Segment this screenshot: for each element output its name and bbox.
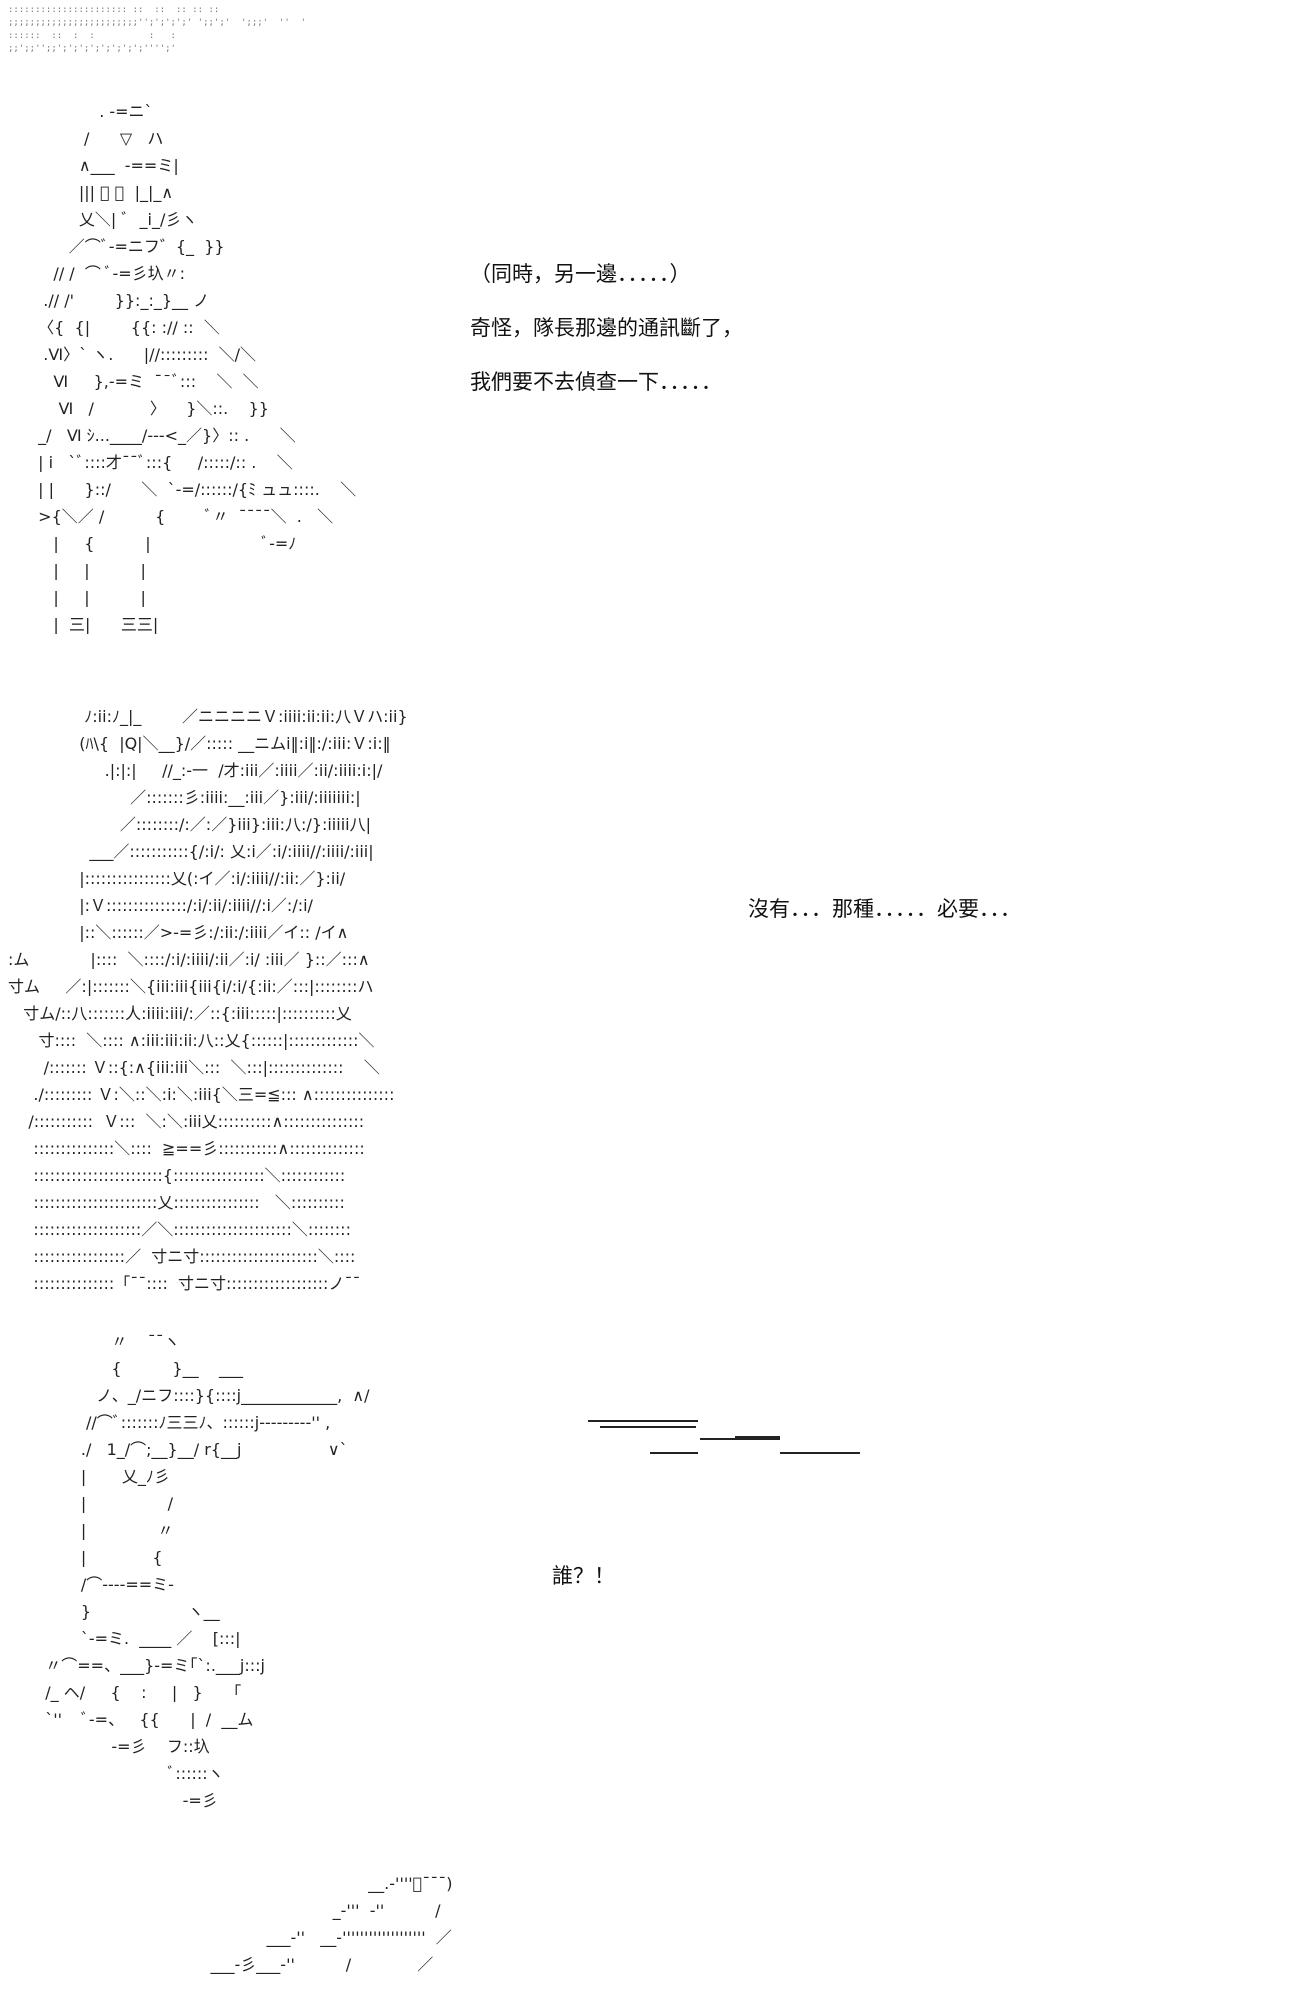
art-line: { }__ ___ <box>30 1359 243 1378</box>
art-line: .// /' }}:_:_}__ ノ <box>28 291 210 310</box>
art-line: 〃 ¯¯ヽ <box>30 1332 180 1351</box>
art-line: |:Ｖ:::::::::::::::/:i/:ii/:iiii//:i／:/:i… <box>8 896 313 915</box>
art-line: ﾉ:ii:ﾉ_|_ ／ニニニニＶ:iiii:ii:ii:八Ｖハ:ii} <box>8 707 408 726</box>
art-line: 乂＼| ﾞ _i_/彡ヽ <box>28 210 198 229</box>
art-line: `'' ﾞ‐=、 {{ | / __ム <box>30 1710 254 1729</box>
art-line: | 三| 三三| <box>28 615 159 634</box>
ascii-art-cloaked-figure: ﾉ:ii:ﾉ_|_ ／ニニニニＶ:iiii:ii:ii:八Ｖハ:ii} (ﾊ\{… <box>8 703 408 1297</box>
speed-line <box>600 1426 696 1428</box>
art-line: ___／:::::::::::{/:i/: 乂:i／:i/:iiii//:iii… <box>8 842 374 861</box>
dot-row: :::::::::::::::::::::: :: :: :: :: :: <box>8 5 220 15</box>
art-line: ／:::::::彡:iiii:__:iii／}:iii/:iiiiiii:| <box>8 788 361 807</box>
art-line: 寸ム ／:|:::::::＼{iii:iii{iii{i/:i/{:ii:／::… <box>8 977 374 996</box>
art-line: 〃⌒==、___}‐=ミ｢`:.___j:::j <box>30 1656 265 1675</box>
art-line: >{＼／ / { ﾞ〃 ¯¯¯¯＼ . ＼ <box>28 507 334 526</box>
art-line: ./::::::::: Ｖ:＼::＼:i:＼:iii{＼三=≦::: ∧::::… <box>8 1085 395 1104</box>
art-line: | { | ﾞ‐=ﾉ <box>28 534 297 553</box>
art-line: } ヽ__ <box>30 1602 220 1621</box>
art-line: Ⅵ },‐=ミ ¯¯ﾞ::: ＼ ＼ <box>28 372 259 391</box>
speed-line <box>650 1452 698 1454</box>
art-line: 〈{ {| {{: :// :: ＼ <box>28 318 220 337</box>
art-line: _‐''' ‐'' / <box>180 1901 441 1920</box>
art-line: | 〃 <box>30 1521 174 1540</box>
art-line: ::::::::::::::::::::／＼::::::::::::::::::… <box>8 1220 351 1239</box>
art-line: :::::::::::::::「¯¯:::: 寸ニ寸::::::::::::::… <box>8 1274 361 1293</box>
header-dot-pattern: :::::::::::::::::::::: :: :: :: :: :: ;;… <box>8 4 306 56</box>
art-line: Ⅵ / 〉 }＼::. }} <box>28 399 269 418</box>
art-line: ::::::::::::::::::::::::{:::::::::::::::… <box>8 1166 346 1185</box>
dot-row: :::::: :: : : : : <box>8 31 176 41</box>
art-line: | i `ﾞ::::才¯¯ﾞ:::{ /:::::/:: . ＼ <box>28 453 293 472</box>
art-line: `‐=ミ. ____ ／ [:::| <box>30 1629 241 1648</box>
art-line: ノ、_/ニフ::::}{::::j____________, ∧/ <box>30 1386 370 1405</box>
art-line: /::::::::::: Ｖ::: ＼:＼:iii乂::::::::::∧:::… <box>8 1112 365 1131</box>
art-line: .|:|:| //_:-一 /才:iii／:iiii／:ii/:iiii:i:|… <box>8 761 383 780</box>
art-line: _/ Ⅵ ｼ...____/‐‐‐<_／}〉:: . ＼ <box>28 426 296 445</box>
art-line: | { <box>30 1548 163 1567</box>
art-line: |::::::::::::::::乂(:イ／:i/:iiii//:ii:／}:i… <box>8 869 346 888</box>
art-line: | | }::/ ＼ `‐=/::::::/{ﾐ ュュ::::. ＼ <box>28 480 357 499</box>
ascii-art-soldier-firing: 〃 ¯¯ヽ { }__ ___ ノ、_/ニフ::::}{::::j_______… <box>30 1328 369 1814</box>
art-line: // / ⌒ ﾞ‐=彡圦〃: <box>28 264 186 283</box>
art-line: ∧___ ‐==ミ| <box>28 156 179 175</box>
art-line: ___‐'' __‐''''''''''''''''''' ／ <box>180 1928 452 1947</box>
dot-row: ;;;;;;;;;;;;;;;;;;;;;;;;'';';';';' ';;';… <box>8 18 307 28</box>
art-line: (ﾊ\{ |Q|＼__}/／::::: __ニムi‖:i‖:/:iii:Ｖ:i:… <box>8 734 391 753</box>
art-line: //⌒ﾞ:::::::ﾉ三三ﾉ、::::::j‐‐‐‐‐‐‐‐‐'' , <box>30 1413 331 1432</box>
art-line: ‐=彡 フ::圦 <box>30 1737 210 1756</box>
dialogue-line: 沒有．．．那種．．．．．必要．．． <box>748 897 1021 921</box>
speed-line <box>700 1438 780 1440</box>
art-line: :ム |:::: ＼::::/:i/:iiii/:ii／:i/ :iii／ }:… <box>8 950 370 969</box>
art-line: | | | <box>28 588 146 607</box>
speed-line <box>735 1436 780 1439</box>
art-line: ___‐彡___‐'' / ／ <box>180 1955 434 1974</box>
ascii-art-soldier-with-rifle: . ‐=ニ` / ▽ ハ ∧___ ‐==ミ| ||| ﾞ ﾟ |_|_∧ 乂＼… <box>28 98 356 638</box>
dot-row: ;;';;'';;';';';';';';';';'''';' <box>8 44 176 54</box>
art-line: __.‐''''ﾞ¯¯¯) <box>180 1874 453 1893</box>
art-line: | / <box>30 1494 174 1513</box>
speed-line <box>588 1420 698 1422</box>
art-line: /⌒‐‐‐‐==ミ‐ <box>30 1575 174 1594</box>
art-line: |::＼::::::／>‐=彡:/:ii:/:iiii／イ:: /イ∧ <box>8 923 349 942</box>
art-line: ||| ﾞ ﾟ |_|_∧ <box>28 183 174 202</box>
art-line: 寸:::: ＼:::: ∧:iii:iii:ii:八::乂{::::::|:::… <box>8 1031 375 1050</box>
art-line: ﾞ::::::ヽ <box>30 1764 224 1783</box>
art-line: ／::::::::/:／:／}iii}:iii:八:/}:iiiii八| <box>8 815 371 834</box>
art-line: 寸ム/::八:::::::人:iiii:iii/:／::{:iii:::::|:… <box>8 1004 352 1023</box>
dialogue-line: 我們要不去偵查一下．．．．． <box>470 370 722 394</box>
art-line: /_ ヘ/ { : | } ｢ <box>30 1683 242 1702</box>
art-line: ./ 1_/⌒;__}__/ r{__j ∨` <box>30 1440 348 1459</box>
dialogue-line: 誰？！ <box>552 1564 615 1588</box>
art-line: | 乂_ﾉ彡 <box>30 1467 170 1486</box>
ascii-art-blade-sweep: __.‐''''ﾞ¯¯¯) _‐''' ‐'' / ___‐'' __‐''''… <box>180 1870 453 1978</box>
art-line: :::::::::::::::::::::::乂::::::::::::::::… <box>8 1193 345 1212</box>
art-line: / ▽ ハ <box>28 129 164 148</box>
speed-line <box>780 1452 860 1454</box>
dialogue-line: 奇怪，隊長那邊的通訊斷了， <box>470 316 743 340</box>
art-line: ‐=彡 <box>30 1791 218 1810</box>
art-line: ／⌒ﾞ‐=ニフ゛{_ }} <box>28 237 225 256</box>
art-line: :::::::::::::::＼:::: ≧==彡:::::::::::∧:::… <box>8 1139 365 1158</box>
dialogue-line: （同時，另一邊．．．．．） <box>470 262 691 286</box>
art-line: . ‐=ニ` <box>28 102 153 121</box>
art-line: .Ⅵ〉` ヽ. |//::::::::: ＼/＼ <box>28 345 257 364</box>
art-line: /::::::: Ｖ::{:∧{iii:iii＼::: ＼:::|:::::::… <box>8 1058 380 1077</box>
art-line: | | | <box>28 561 146 580</box>
art-line: :::::::::::::::::／ 寸ニ寸::::::::::::::::::… <box>8 1247 356 1266</box>
